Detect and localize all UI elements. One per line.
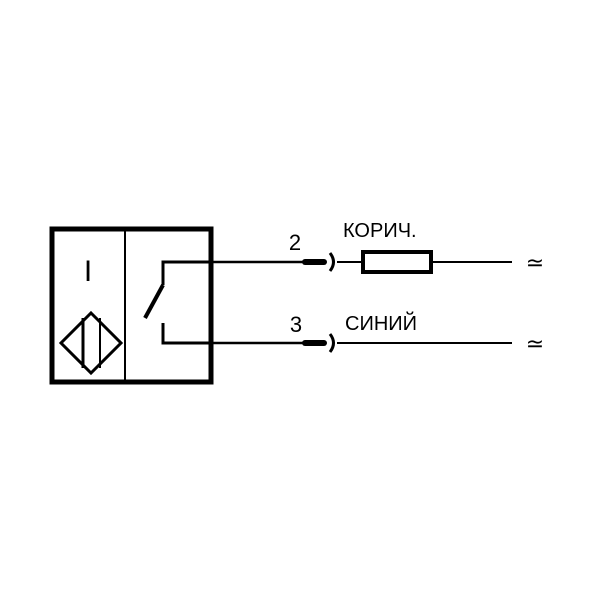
wire-color-label-2: КОРИЧ.	[343, 220, 417, 242]
sensor-housing	[49, 226, 214, 385]
inductive-sensor-icon	[58, 310, 124, 376]
switch-contact-icon	[143, 260, 212, 345]
wire-color-label-3: СИНИЙ	[345, 311, 417, 335]
sensor-body: I	[49, 226, 214, 385]
connector-socket-icon	[328, 252, 335, 272]
load-resistor-icon	[361, 250, 433, 274]
connector-socket-icon	[328, 333, 335, 353]
wire-2	[211, 250, 512, 274]
wire-3	[211, 333, 512, 353]
ac-supply-symbol-3: ≃	[526, 331, 544, 356]
sensor-type-symbol: I	[84, 255, 92, 288]
pin-number-3: 3	[290, 312, 302, 337]
pin-number-2: 2	[289, 230, 301, 255]
ac-supply-symbol-2: ≃	[526, 250, 544, 275]
